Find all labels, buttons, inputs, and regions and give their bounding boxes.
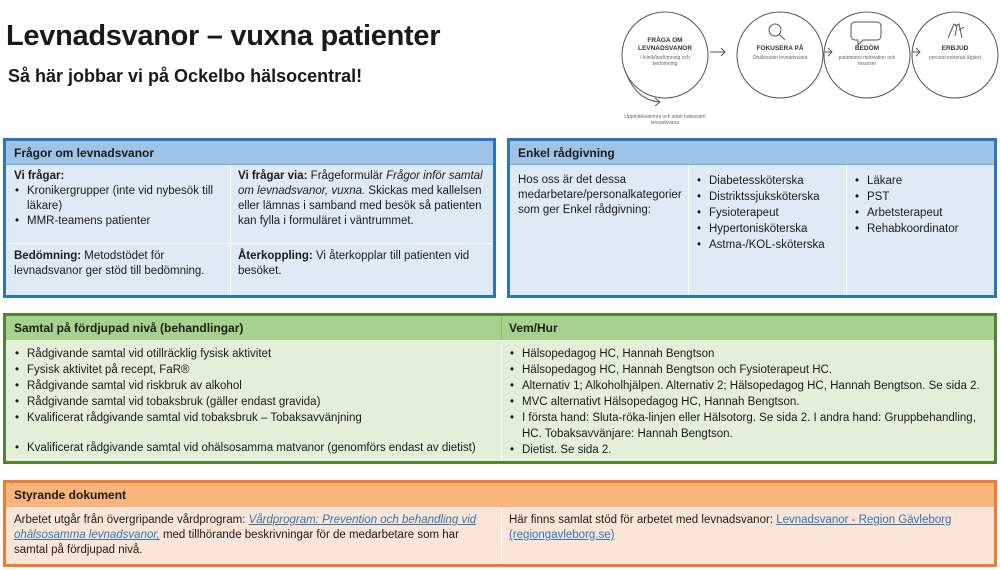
- aterkoppling-text: Vi återkopplar till patienten vid besöke…: [238, 250, 470, 277]
- list-item: MMR-teamens patienter: [14, 214, 222, 229]
- flow-step-fokusera-sub: Ohälsosam levnadsvana: [752, 55, 808, 61]
- process-flow-diagram: FRÅGA OM LEVNADSVANOR I klinik/bedömning…: [615, 0, 1000, 135]
- list-item: Fysisk aktivitet på recept, FaR®: [14, 362, 493, 378]
- list-item: Rådgivande samtal vid otillräcklig fysis…: [14, 346, 493, 362]
- list-item: Fysioterapeut: [696, 205, 838, 221]
- flow-circle-erbjud: [911, 11, 999, 99]
- flow-circle-fraga: [621, 11, 709, 99]
- styrande-heading: Styrande dokument: [6, 483, 994, 507]
- page-title: Levnadsvanor – vuxna patienter: [6, 20, 441, 52]
- speech-bubble-icon: [850, 21, 882, 47]
- via-text: Frågeformulär: [310, 170, 383, 182]
- list-item: Distriktssjuksköterska: [696, 189, 838, 205]
- list-item: Dietist. Se sida 2.: [509, 442, 986, 458]
- flow-loop-note: Uppmärksamma och stärk hälsosam levnadsv…: [624, 114, 706, 126]
- list-item: Kvalificerat rådgivande samtal vid tobak…: [14, 410, 493, 426]
- flow-step-erbjud-title: ERBJUD: [941, 45, 969, 52]
- samtal-body: Rådgivande samtal vid otillräcklig fysis…: [6, 340, 994, 461]
- vi-fragar-heading: Vi frågar:: [14, 170, 65, 182]
- styrande-dokument-box: Styrande dokument Arbetet utgår från öve…: [3, 480, 997, 567]
- hand-heart-icon: [947, 23, 965, 39]
- list-item: Läkare: [854, 173, 986, 189]
- via-text-2: Skickas med kallelsen eller lämnas i sam…: [238, 185, 482, 227]
- magnifier-icon: [768, 23, 782, 37]
- list-item: MVC alternativt Hälsopedagog HC, Hannah …: [509, 394, 986, 410]
- flow-step-fraga-title: FRÅGA OM LEVNADSVANOR: [637, 37, 693, 52]
- list-item: Diabetessköterska: [696, 173, 838, 189]
- enkel-radgivning-box: Enkel rådgivning Hos oss är det dessa me…: [507, 138, 997, 298]
- via-heading: Vi frågar via:: [238, 170, 308, 182]
- samtal-who: Hälsopedagog HC, Hannah Bengtson Hälsope…: [501, 342, 994, 462]
- samtal-heading: Samtal på fördjupad nivå (behandlingar): [14, 321, 244, 335]
- page-subtitle: Så här jobbar vi på Ockelbo hälsocentral…: [8, 66, 363, 86]
- enkel-intro: Hos oss är det dessa medarbetare/persona…: [518, 174, 682, 216]
- enkel-body: Hos oss är det dessa medarbetare/persona…: [510, 165, 994, 295]
- list-item: Alternativ 1; Alkoholhjälpen. Alternativ…: [509, 378, 986, 394]
- enkel-col2: Läkare PST Arbetsterapeut Rehabkoordinat…: [846, 169, 994, 241]
- flow-step-fokusera-title: FOKUSERA PÅ: [756, 45, 804, 52]
- flow-step-fraga-sub: I klinik/bedömning och bedömning: [640, 55, 690, 67]
- vi-fragar-via-cell: Vi frågar via: Frågeformulär Frågor infö…: [230, 165, 495, 233]
- fragor-heading: Frågor om levnadsvanor: [6, 141, 493, 165]
- styrande-right-text: Här finns samlat stöd för arbetet med le…: [509, 514, 773, 526]
- styrande-body: Arbetet utgår från övergripande vårdprog…: [6, 507, 994, 564]
- bedomning-cell: Bedömning: Metodstödet för levnadsvanor …: [6, 245, 230, 283]
- fragor-om-levnadsvanor-box: Frågor om levnadsvanor Vi frågar: Kronik…: [3, 138, 496, 298]
- list-item: Hälsopedagog HC, Hannah Bengtson och Fys…: [509, 362, 986, 378]
- form-title: Frågor inför samtal om levnadsvanor, vux…: [238, 170, 483, 197]
- vi-fragar-cell: Vi frågar: Kronikergrupper (inte vid nyb…: [6, 165, 230, 233]
- list-item: Arbetsterapeut: [854, 205, 986, 221]
- list-item: Rehabkoordinator: [854, 221, 986, 237]
- list-item: Hypertonisköterska: [696, 221, 838, 237]
- list-item: Kronikergrupper (inte vid nybesök till l…: [14, 184, 222, 214]
- process-flow-graphic: [621, 11, 999, 107]
- flow-circle-bedom: [823, 11, 911, 99]
- enkel-col1: Diabetessköterska Distriktssjuksköterska…: [688, 169, 846, 257]
- flow-step-erbjud-sub: personcentrerad åtgärd: [929, 55, 981, 61]
- samtal-items: Rådgivande samtal vid otillräcklig fysis…: [6, 342, 501, 460]
- aterkoppling-cell: Återkoppling: Vi återkopplar till patien…: [230, 245, 495, 283]
- list-item: Astma-/KOL-sköterska: [696, 237, 838, 253]
- styrande-right: Här finns samlat stöd för arbetet med le…: [501, 509, 994, 547]
- styrande-left: Arbetet utgår från övergripande vårdprog…: [6, 509, 501, 562]
- region-gavleborg-link[interactable]: Levnadsvanor - Region Gävleborg (regiong…: [509, 514, 952, 541]
- samtal-header-row: Samtal på fördjupad nivå (behandlingar) …: [6, 316, 994, 340]
- vem-hur-heading: Vem/Hur: [509, 321, 558, 335]
- list-item: I första hand: Sluta-röka-linjen eller H…: [509, 410, 986, 442]
- list-item: Hälsopedagog HC, Hannah Bengtson: [509, 346, 986, 362]
- samtal-fordjupad-box: Samtal på fördjupad nivå (behandlingar) …: [3, 313, 997, 464]
- list-item: Rådgivande samtal vid tobaksbruk (gäller…: [14, 394, 493, 410]
- list-item: Rådgivande samtal vid riskbruk av alkoho…: [14, 378, 493, 394]
- flow-step-bedom-title: BEDÖM: [854, 45, 880, 52]
- flow-step-bedom-sub: patientens motivation och resurser: [838, 55, 896, 67]
- list-item: PST: [854, 189, 986, 205]
- aterkoppling-heading: Återkoppling:: [238, 250, 313, 262]
- bedomning-heading: Bedömning:: [14, 250, 82, 262]
- styrande-left-text: Arbetet utgår från övergripande vårdprog…: [14, 514, 246, 526]
- list-item: Kvalificerat rådgivande samtal vid ohäls…: [14, 440, 493, 456]
- bedomning-text: Metodstödet för levnadsvanor ger stöd ti…: [14, 250, 205, 277]
- fragor-body: Vi frågar: Kronikergrupper (inte vid nyb…: [6, 165, 493, 295]
- styrande-left-text-2: med tillhörande beskrivningar för de med…: [14, 529, 459, 556]
- enkel-heading: Enkel rådgivning: [510, 141, 994, 165]
- flow-circle-fokusera: [736, 11, 824, 99]
- vardprogram-link[interactable]: Vårdprogram: Prevention och behandling v…: [14, 514, 477, 541]
